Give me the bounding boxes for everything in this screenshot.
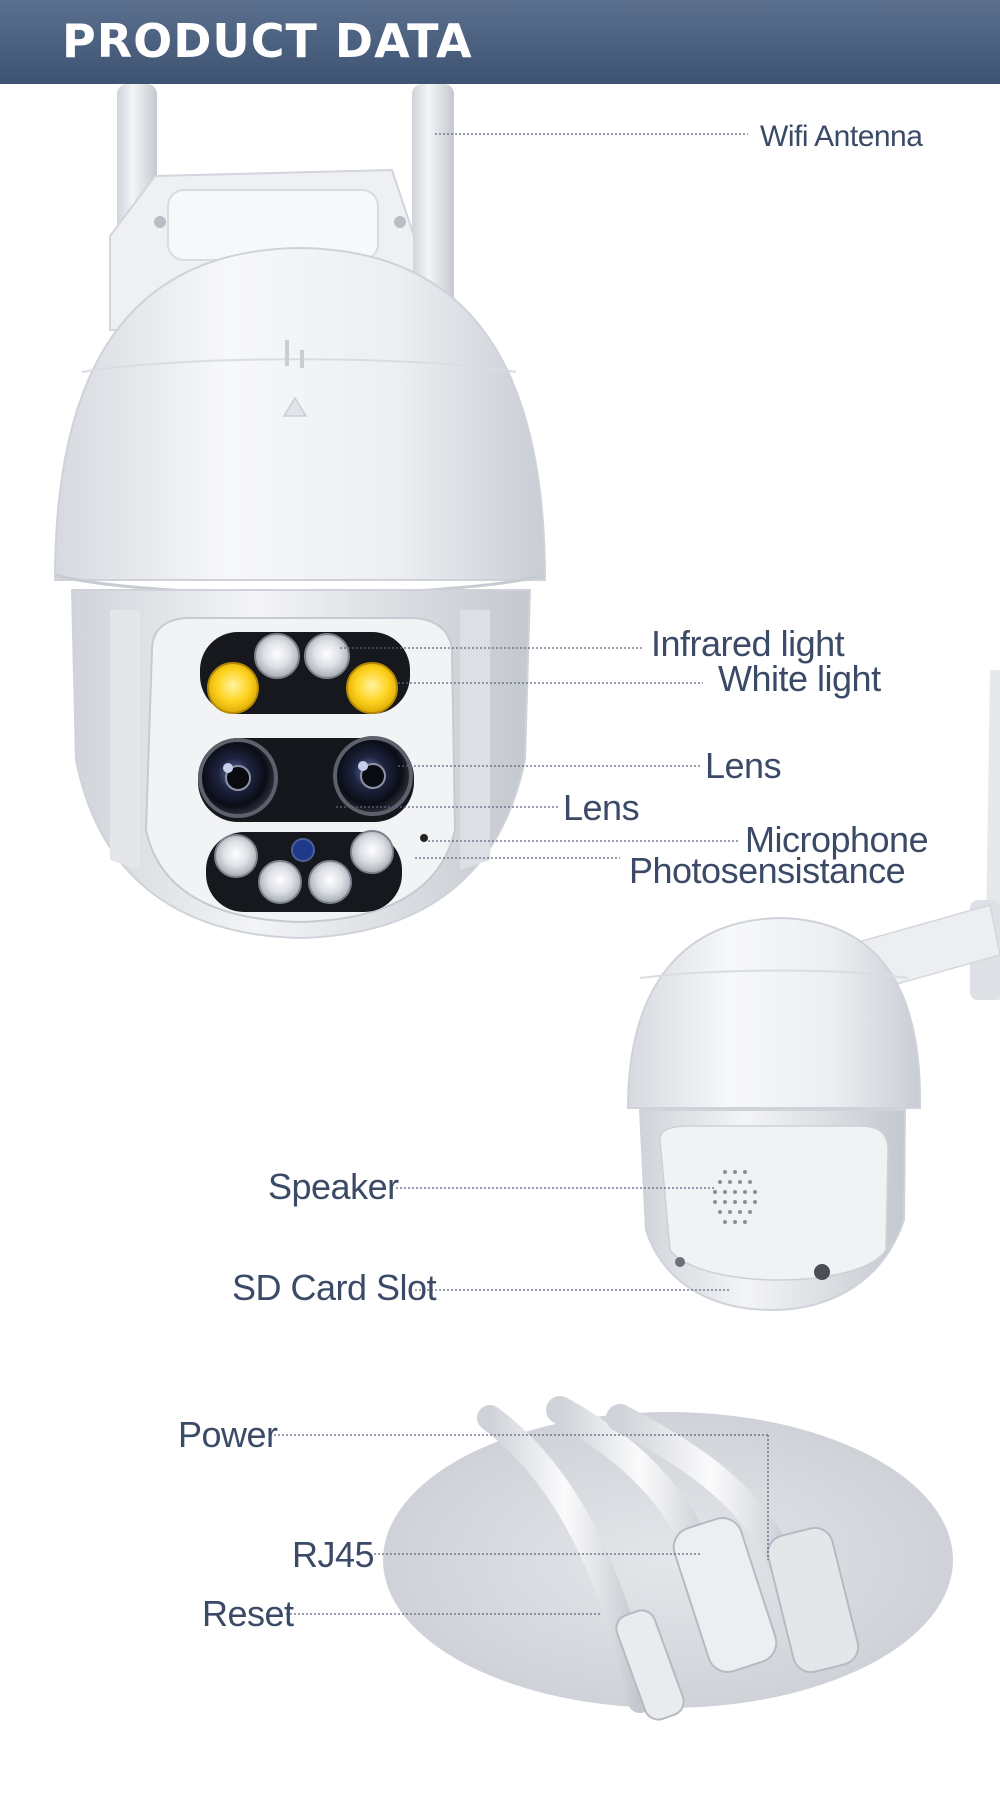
page-title: PRODUCT DATA (62, 14, 473, 68)
photosensor (291, 838, 315, 862)
header-banner: PRODUCT DATA (0, 0, 1000, 84)
label-power: Power (178, 1414, 278, 1455)
label-reset: Reset (202, 1593, 294, 1634)
infrared-led (304, 633, 350, 679)
reset-button-end (615, 1609, 685, 1721)
label-lens-1: Lens (705, 745, 782, 786)
antenna-right (412, 84, 454, 324)
main-camera (53, 84, 547, 940)
side-camera (626, 670, 1000, 1312)
label-rj45: RJ45 (292, 1534, 375, 1575)
infrared-led (258, 860, 302, 904)
infrared-led (214, 834, 258, 878)
label-infrared-light: Infrared light (651, 623, 845, 664)
sd-card-slot (814, 1264, 830, 1280)
infrared-led (350, 830, 394, 874)
label-sd-card-slot: SD Card Slot (232, 1267, 437, 1308)
label-speaker: Speaker (268, 1166, 399, 1207)
side-dome (626, 916, 922, 1109)
infrared-led (308, 860, 352, 904)
label-photosensistance: Photosensistance (629, 850, 906, 891)
label-lens-2: Lens (563, 787, 640, 828)
label-white-light: White light (718, 658, 881, 699)
label-microphone: Microphone (745, 819, 929, 860)
cables (383, 1396, 953, 1721)
microphone-hole (420, 834, 428, 842)
label-wifi-antenna: Wifi Antenna (760, 120, 923, 153)
infrared-led (254, 633, 300, 679)
rj45-connector (672, 1517, 778, 1673)
white-light-led (207, 662, 259, 714)
leader-lines (274, 133, 769, 1615)
white-light-led (346, 662, 398, 714)
speaker-grille (713, 1170, 757, 1224)
